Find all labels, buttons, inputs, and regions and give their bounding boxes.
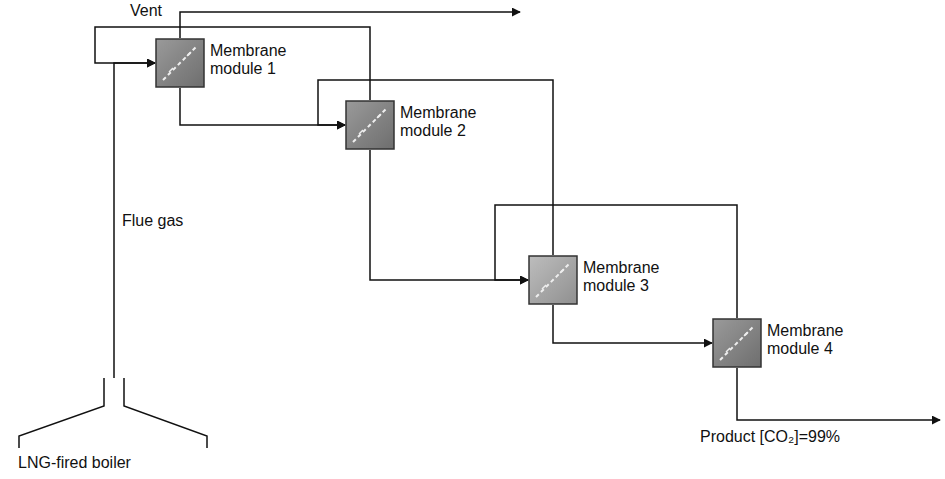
product-line [737, 368, 940, 420]
membrane-symbol [345, 100, 395, 150]
flow-line [370, 150, 528, 280]
membrane-symbol [155, 38, 205, 88]
module-label: Membrane module 4 [767, 322, 849, 358]
membrane-module: Membrane module 2 [345, 100, 395, 150]
membrane-module: Membrane module 3 [528, 255, 578, 305]
flow-line [495, 205, 737, 318]
membrane-symbol [712, 318, 762, 368]
membrane-module: Membrane module 1 [155, 38, 205, 88]
module-label: Membrane module 2 [400, 104, 482, 140]
edge-label: Flue gas [122, 212, 183, 230]
boiler: LNG-fired boiler [18, 378, 208, 474]
boiler-label: LNG-fired boiler [18, 454, 131, 472]
module-label: Membrane module 3 [583, 259, 665, 295]
flow-line [95, 27, 370, 100]
vent-label: Vent [130, 2, 162, 20]
membrane-module: Membrane module 4 [712, 318, 762, 368]
membrane-symbol [528, 255, 578, 305]
module-label: Membrane module 1 [210, 42, 292, 78]
flow-line [318, 80, 553, 255]
flow-line [553, 305, 712, 343]
flow-line [180, 88, 345, 125]
vent-line [180, 12, 520, 38]
product-label: Product [CO₂]=99% [700, 428, 840, 446]
